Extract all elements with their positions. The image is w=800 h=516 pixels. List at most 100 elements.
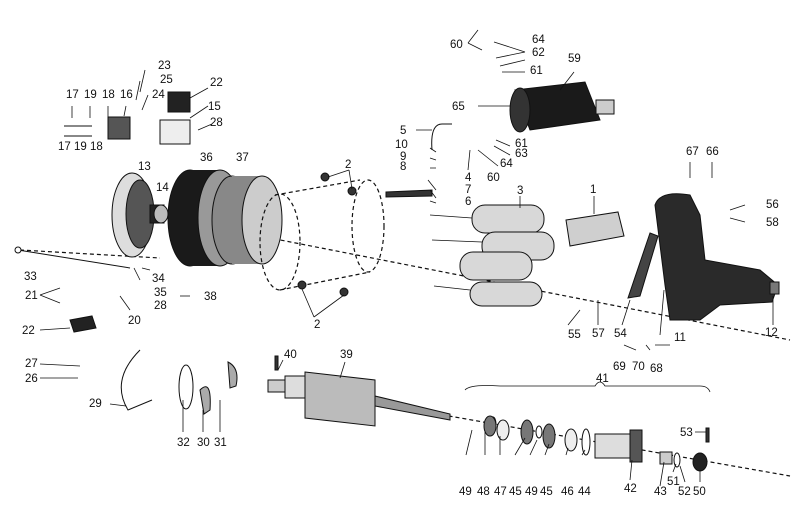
field-coils	[429, 204, 555, 307]
label-16: 16	[120, 89, 133, 101]
pin	[274, 355, 279, 371]
label-37: 37	[236, 152, 249, 164]
brush-parts	[69, 315, 238, 415]
label-30: 30	[197, 437, 210, 449]
label-2-top: 2	[345, 159, 351, 171]
label-32: 32	[177, 437, 190, 449]
label-69: 69	[613, 361, 626, 373]
label-44: 44	[578, 486, 591, 498]
label-60-bottom: 60	[487, 172, 500, 184]
shift-fork	[627, 232, 659, 299]
solenoid	[509, 81, 615, 133]
label-22-top: 22	[210, 77, 223, 89]
label-39: 39	[340, 349, 353, 361]
label-20: 20	[128, 315, 141, 327]
yoke-housing-outline	[259, 179, 385, 291]
commutator-end-plate	[111, 172, 165, 258]
label-48: 48	[477, 486, 490, 498]
label-38: 38	[204, 291, 217, 303]
label-46: 46	[561, 486, 574, 498]
label-40: 40	[284, 349, 297, 361]
part-number-labels: 1 2 2 3 4 5 6 7 8 9 10 11 12 13 14 15 16…	[22, 34, 779, 498]
label-54: 54	[614, 328, 627, 340]
label-66: 66	[706, 146, 719, 158]
label-63: 63	[515, 148, 528, 160]
label-61-top: 61	[530, 65, 543, 77]
label-33: 33	[24, 271, 37, 283]
cable-lead	[431, 123, 452, 151]
label-41: 41	[596, 373, 609, 385]
label-60-top: 60	[450, 39, 463, 51]
label-31: 31	[214, 437, 227, 449]
label-17-bottom: 17	[58, 141, 71, 153]
label-52: 52	[678, 486, 691, 498]
label-64-top: 64	[532, 34, 545, 46]
label-43: 43	[654, 486, 667, 498]
label-19-top: 19	[84, 89, 97, 101]
label-17-top: 17	[66, 89, 79, 101]
label-7: 7	[465, 184, 471, 196]
label-25: 25	[160, 74, 173, 86]
label-49-a: 49	[459, 486, 472, 498]
label-45-a: 45	[509, 486, 522, 498]
insulator-plate	[385, 189, 433, 198]
label-28-mid: 28	[154, 300, 167, 312]
label-70: 70	[632, 361, 645, 373]
label-45-b: 45	[540, 486, 553, 498]
label-3: 3	[517, 185, 523, 197]
label-64-bottom: 64	[500, 158, 513, 170]
label-26: 26	[25, 373, 38, 385]
label-36: 36	[200, 152, 213, 164]
label-12: 12	[765, 327, 778, 339]
label-67: 67	[686, 146, 699, 158]
through-bolt	[17, 249, 131, 269]
label-35: 35	[154, 287, 167, 299]
drive-end-housing	[654, 193, 780, 321]
label-10: 10	[395, 139, 408, 151]
label-2-bottom: 2	[314, 319, 320, 331]
label-11: 11	[674, 332, 686, 344]
label-61-bottom: 61	[515, 138, 528, 150]
label-47: 47	[494, 486, 507, 498]
pole-screws	[297, 172, 357, 297]
label-42: 42	[624, 483, 637, 495]
cover-band-37	[211, 175, 283, 265]
pinion-drive-parts	[483, 415, 710, 472]
main-axis-line	[19, 235, 791, 341]
label-8: 8	[400, 161, 406, 173]
label-65: 65	[452, 101, 465, 113]
label-23: 23	[158, 60, 171, 72]
label-18-bottom: 18	[90, 141, 103, 153]
label-34: 34	[152, 273, 165, 285]
label-5: 5	[400, 125, 406, 137]
label-6: 6	[465, 196, 471, 208]
label-29: 29	[89, 398, 102, 410]
label-50: 50	[693, 486, 706, 498]
label-55: 55	[568, 329, 581, 341]
label-57: 57	[592, 328, 605, 340]
label-4: 4	[465, 172, 472, 184]
label-15: 15	[208, 101, 221, 113]
group-bracket	[464, 381, 711, 393]
bearing	[153, 204, 169, 224]
label-58: 58	[766, 217, 779, 229]
label-59: 59	[568, 53, 581, 65]
label-22-bottom: 22	[22, 325, 35, 337]
label-19-bottom: 19	[74, 141, 87, 153]
label-27: 27	[25, 358, 38, 370]
label-18-top: 18	[102, 89, 115, 101]
label-1: 1	[590, 184, 596, 196]
label-53: 53	[680, 427, 693, 439]
label-13: 13	[138, 161, 151, 173]
pole-shoe	[565, 211, 625, 247]
label-49-b: 49	[525, 486, 538, 498]
terminal-group	[64, 91, 191, 145]
label-68: 68	[650, 363, 663, 375]
label-14: 14	[156, 182, 169, 194]
armature	[267, 371, 451, 427]
leader-lines	[39, 29, 774, 487]
label-51: 51	[667, 476, 680, 488]
label-21: 21	[25, 290, 38, 302]
